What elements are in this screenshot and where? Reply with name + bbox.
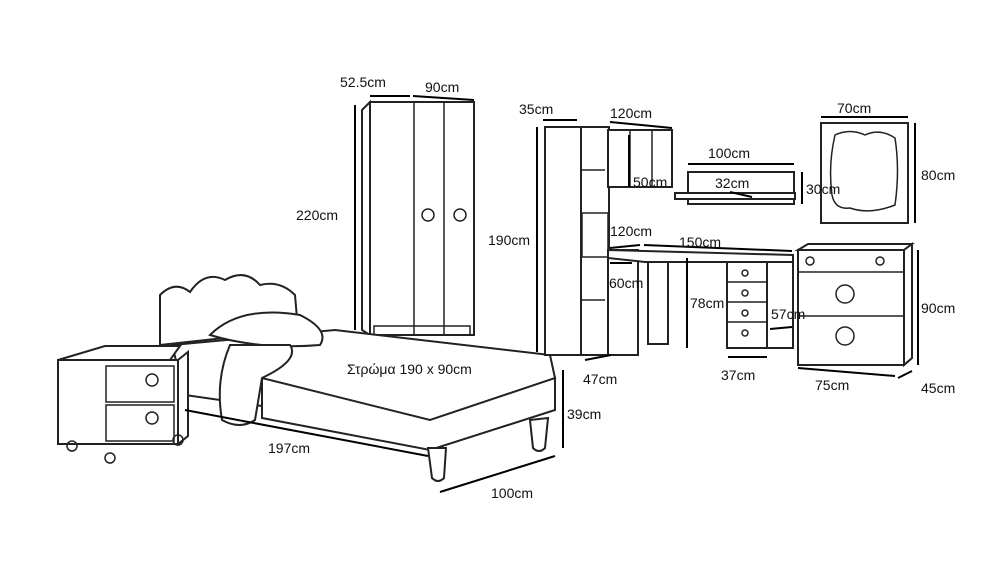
wardrobe-width-label: 90cm — [425, 79, 460, 95]
desk — [607, 248, 794, 349]
dresser — [794, 242, 915, 368]
desk-depth-label: 57cm — [771, 306, 806, 322]
dimension-lines — [184, 95, 919, 493]
bookcase — [544, 126, 673, 356]
nightstand — [57, 345, 189, 464]
bed — [159, 274, 557, 482]
wardrobe-height-label: 220cm — [296, 207, 339, 223]
bookcase-width-label: 47cm — [583, 371, 618, 387]
mattress-label: Στρώμα 190 x 90cm — [347, 361, 472, 377]
dresser-height-label: 90cm — [921, 300, 956, 316]
desk-side-depth-label: 60cm — [609, 275, 644, 291]
mirror-width-label: 70cm — [837, 100, 872, 116]
desk-side-width-label: 120cm — [610, 223, 653, 239]
wall-cabinet-height-label: 50cm — [633, 174, 668, 190]
mirror-height-label: 80cm — [921, 167, 956, 183]
dresser-width-label: 75cm — [815, 377, 850, 393]
desk-width-label: 150cm — [679, 234, 722, 250]
bookcase-depth-label: 35cm — [519, 101, 554, 117]
desk-height-label: 78cm — [690, 295, 725, 311]
shelf-width-label: 100cm — [708, 145, 751, 161]
wardrobe — [361, 99, 475, 337]
shelf-height-label: 30cm — [806, 181, 841, 197]
bed-width-label: 100cm — [491, 485, 534, 501]
bookcase-height-label: 190cm — [488, 232, 531, 248]
bed-height-label: 39cm — [567, 406, 602, 422]
bed-length-label: 197cm — [268, 440, 311, 456]
dresser-depth-label: 45cm — [921, 380, 956, 396]
drawer-unit-width-label: 37cm — [721, 367, 756, 383]
wall-cabinet-width-label: 120cm — [610, 105, 653, 121]
shelf-depth-label: 32cm — [715, 175, 750, 191]
wardrobe-depth-label: 52.5cm — [340, 74, 386, 90]
mirror — [820, 122, 909, 224]
